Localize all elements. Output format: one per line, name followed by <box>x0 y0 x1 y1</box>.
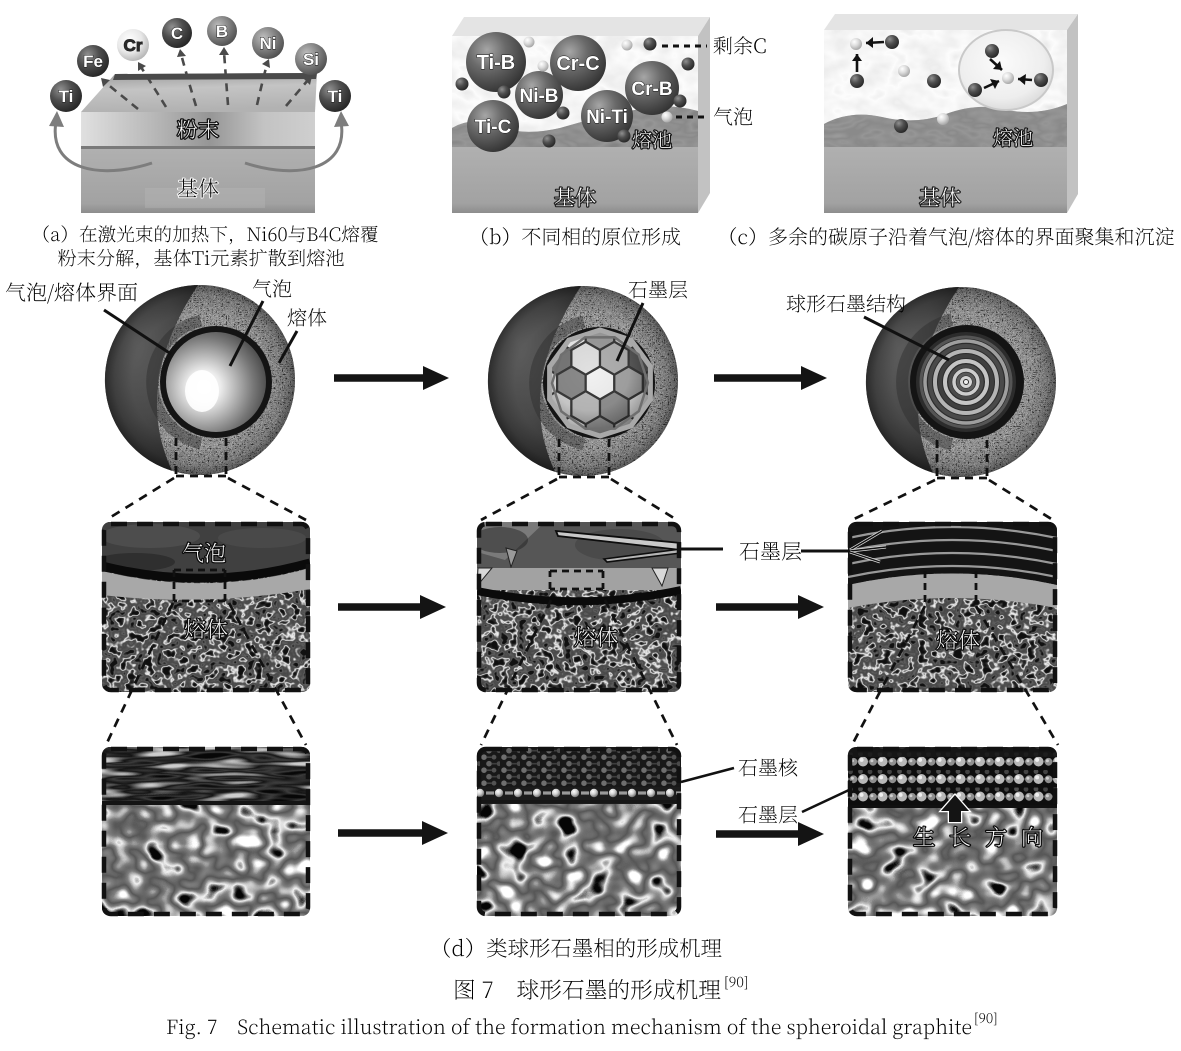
svg-text:Ni: Ni <box>260 34 277 53</box>
svg-text:B: B <box>216 22 228 41</box>
svg-text:Ni-B: Ni-B <box>519 86 558 107</box>
svg-text:Fe: Fe <box>83 52 103 71</box>
svg-text:Si: Si <box>303 50 319 69</box>
svg-text:Ti-B: Ti-B <box>477 52 516 74</box>
svg-text:Cr: Cr <box>124 36 143 55</box>
svg-text:Cr-C: Cr-C <box>556 53 599 75</box>
svg-text:Cr-B: Cr-B <box>631 79 672 100</box>
svg-text:Ti: Ti <box>59 87 74 106</box>
svg-text:Ti-C: Ti-C <box>475 117 512 138</box>
svg-text:C: C <box>171 24 183 43</box>
svg-text:Ni-Ti: Ni-Ti <box>586 107 628 128</box>
svg-text:Ti: Ti <box>328 87 343 106</box>
